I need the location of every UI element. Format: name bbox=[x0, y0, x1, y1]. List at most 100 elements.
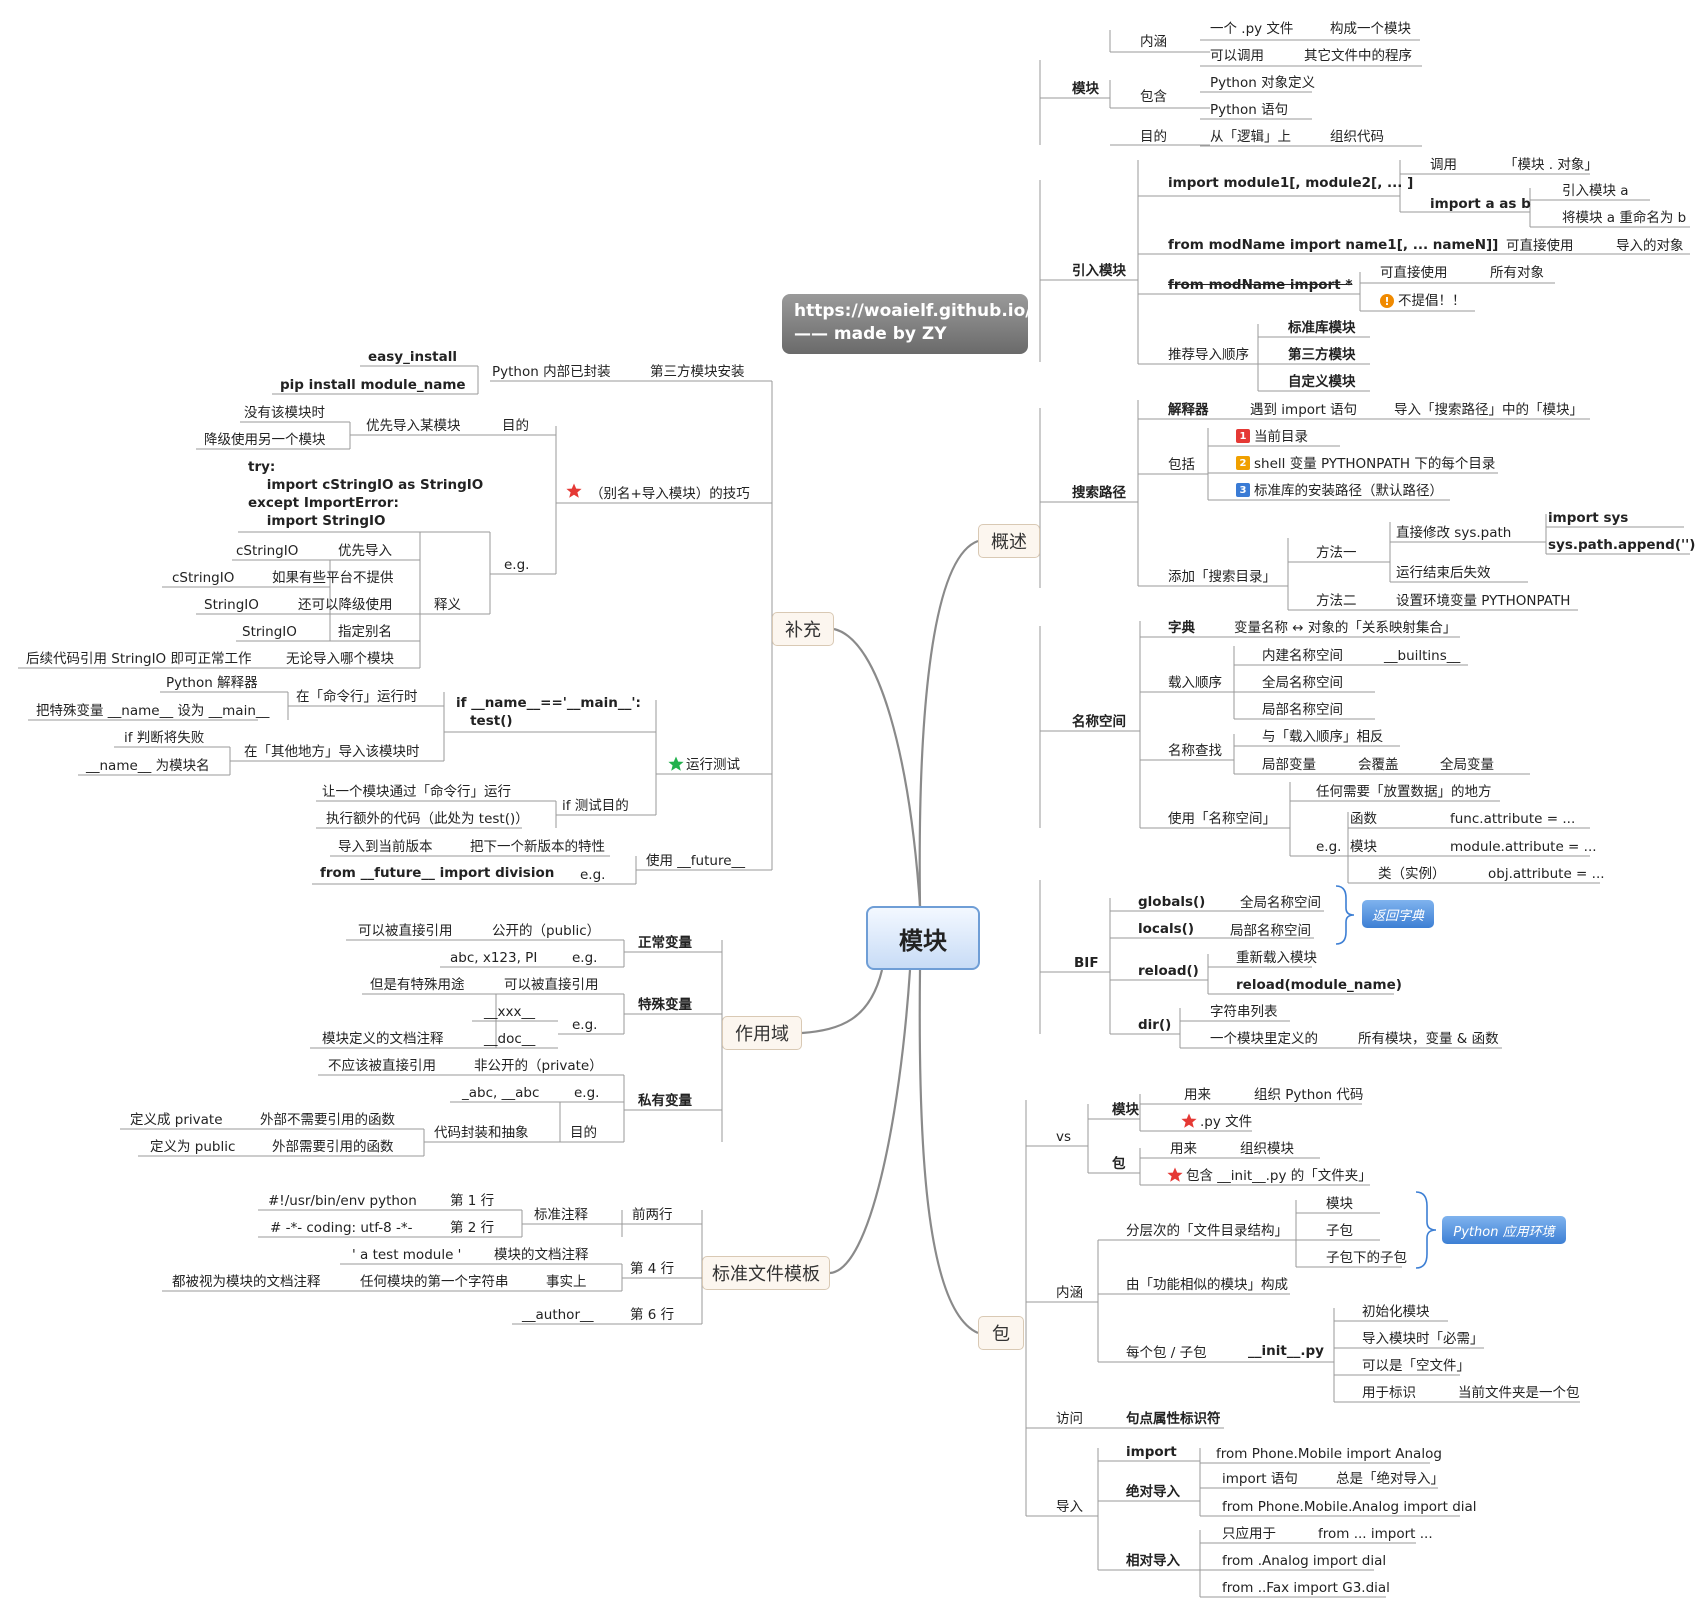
node-private-var[interactable]: 私有变量 bbox=[638, 1093, 692, 1109]
node-sixth-line[interactable]: 第 6 行 bbox=[630, 1307, 675, 1323]
node-text[interactable]: 第 1 行 bbox=[450, 1193, 495, 1209]
node-text[interactable]: 组织代码 bbox=[1330, 129, 1384, 145]
node-text[interactable]: 可以是「空文件」 bbox=[1362, 1358, 1470, 1374]
node-text[interactable]: 模块的文档注释 bbox=[494, 1247, 589, 1263]
node-code[interactable]: import StringIO bbox=[248, 513, 386, 529]
node-code[interactable]: reload() bbox=[1138, 963, 1199, 979]
node-text[interactable]: 子包下的子包 bbox=[1326, 1250, 1407, 1266]
node-code[interactable]: func.attribute = ... bbox=[1450, 811, 1576, 827]
node-text[interactable]: 如果有些平台不提供 bbox=[272, 570, 394, 586]
node-code[interactable]: reload(module_name) bbox=[1236, 977, 1402, 993]
node-search-path[interactable]: 搜索路径 bbox=[1072, 485, 1126, 501]
node-text[interactable]: 每个包 / 子包 bbox=[1126, 1345, 1207, 1361]
node-code[interactable]: # -*- coding: utf-8 -*- bbox=[270, 1220, 413, 1236]
branch-overview[interactable]: 概述 bbox=[978, 524, 1040, 558]
node-fourth-line[interactable]: 第 4 行 bbox=[630, 1261, 675, 1277]
node-text[interactable]: 执行额外的代码（此处为 test()） bbox=[326, 811, 529, 827]
node-text[interactable]: if 判断将失败 bbox=[124, 730, 205, 746]
node-text[interactable]: 还可以降级使用 bbox=[298, 597, 393, 613]
node-import-module[interactable]: 引入模块 bbox=[1072, 263, 1126, 279]
node-text[interactable]: 解释器 bbox=[1168, 402, 1209, 418]
node-text[interactable]: 变量名称 ↔ 对象的「关系映射集合」 bbox=[1234, 620, 1457, 636]
node-text[interactable]: 遇到 import 语句 bbox=[1250, 402, 1358, 418]
node-code[interactable]: import sys bbox=[1548, 510, 1629, 526]
node-code[interactable]: import bbox=[1126, 1444, 1177, 1460]
node-text[interactable]: 可以被直接引用 bbox=[504, 977, 599, 993]
node-text[interactable]: 后续代码引用 StringIO 即可正常工作 bbox=[26, 651, 252, 667]
node-text[interactable]: 类（实例） bbox=[1378, 866, 1446, 882]
node-code[interactable]: from modName import * bbox=[1168, 277, 1353, 293]
node-text[interactable]: .py 文件 bbox=[1200, 1114, 1253, 1130]
node-code[interactable]: from ..Fax import G3.dial bbox=[1222, 1580, 1390, 1596]
node-code[interactable]: locals() bbox=[1138, 921, 1195, 937]
node-text[interactable]: 函数 bbox=[1350, 811, 1377, 827]
node-text[interactable]: 优先导入某模块 bbox=[366, 418, 461, 434]
node-text[interactable]: 其它文件中的程序 bbox=[1304, 48, 1412, 64]
node-text[interactable]: 用来 bbox=[1184, 1087, 1211, 1103]
node-namespace[interactable]: 名称空间 bbox=[1072, 714, 1126, 730]
node-text[interactable]: Python 语句 bbox=[1210, 102, 1289, 118]
node-code[interactable]: sys.path.append('') bbox=[1548, 537, 1696, 553]
node-text[interactable]: 所有对象 bbox=[1490, 265, 1544, 281]
node-text[interactable]: 一个 .py 文件 bbox=[1210, 21, 1294, 37]
node-text[interactable]: 组织 Python 代码 bbox=[1254, 1087, 1364, 1103]
node-code[interactable]: import a as b bbox=[1430, 196, 1531, 212]
node-text[interactable]: 降级使用另一个模块 bbox=[204, 432, 326, 448]
node-code[interactable]: obj.attribute = ... bbox=[1488, 866, 1605, 882]
node-code[interactable]: from Phone.Mobile import Analog bbox=[1216, 1446, 1442, 1462]
node-code[interactable]: ' a test module ' bbox=[352, 1247, 462, 1263]
node-module[interactable]: 模块 bbox=[1072, 81, 1099, 97]
node-text[interactable]: e.g. bbox=[580, 867, 606, 883]
node-text[interactable]: e.g. bbox=[1316, 839, 1342, 855]
node-text[interactable]: 把下一个新版本的特性 bbox=[470, 839, 605, 855]
node-text[interactable]: 推荐导入顺序 bbox=[1168, 347, 1249, 363]
node-text[interactable]: 标准库模块 bbox=[1288, 320, 1356, 336]
node-text[interactable]: 模块 bbox=[1326, 1196, 1353, 1212]
node-text[interactable]: Python 解释器 bbox=[166, 675, 258, 691]
branch-scope[interactable]: 作用域 bbox=[722, 1016, 802, 1050]
node-text[interactable]: 名称查找 bbox=[1168, 743, 1222, 759]
node-text[interactable]: 第 2 行 bbox=[450, 1220, 495, 1236]
node-text[interactable]: 用于标识 bbox=[1362, 1385, 1416, 1401]
node-text[interactable]: 自定义模块 bbox=[1288, 374, 1356, 390]
node-access[interactable]: 访问 bbox=[1056, 1411, 1083, 1427]
node-import[interactable]: 导入 bbox=[1056, 1499, 1083, 1515]
node-code[interactable]: globals() bbox=[1138, 894, 1206, 910]
node-text[interactable]: 由「功能相似的模块」构成 bbox=[1126, 1277, 1288, 1293]
node-text[interactable]: 初始化模块 bbox=[1362, 1304, 1430, 1320]
node-text[interactable]: 导入的对象 bbox=[1616, 238, 1684, 254]
node-run-test[interactable]: 运行测试 bbox=[686, 757, 740, 773]
node-text[interactable]: 模块定义的文档注释 bbox=[322, 1031, 444, 1047]
node-code[interactable]: from Phone.Mobile.Analog import dial bbox=[1222, 1499, 1477, 1515]
node-text[interactable]: e.g. bbox=[572, 950, 598, 966]
node-normal-var[interactable]: 正常变量 bbox=[638, 935, 692, 951]
branch-package[interactable]: 包 bbox=[978, 1316, 1024, 1350]
node-text[interactable]: 外部不需要引用的函数 bbox=[260, 1112, 395, 1128]
branch-supplement[interactable]: 补充 bbox=[772, 612, 834, 646]
node-text[interactable]: 调用 bbox=[1430, 157, 1457, 173]
node-text[interactable]: 包含 __init__.py 的「文件夹」 bbox=[1186, 1168, 1372, 1184]
node-text[interactable]: 定义成 private bbox=[130, 1112, 223, 1128]
node-code[interactable]: try: bbox=[248, 459, 276, 475]
node-text[interactable]: 句点属性标识符 bbox=[1126, 1411, 1221, 1427]
node-text[interactable]: 「模块 . 对象」 bbox=[1504, 157, 1598, 173]
node-text[interactable]: 字符串列表 bbox=[1210, 1004, 1278, 1020]
node-text[interactable]: 可直接使用 bbox=[1380, 265, 1448, 281]
node-text[interactable]: Python 内部已封装 bbox=[492, 364, 611, 380]
node-text[interactable]: e.g. bbox=[572, 1017, 598, 1033]
node-purpose[interactable]: 目的 bbox=[570, 1125, 597, 1141]
node-text[interactable]: 没有该模块时 bbox=[244, 405, 325, 421]
node-alias-trick[interactable]: （别名+导入模块）的技巧 bbox=[590, 486, 750, 502]
node-text[interactable]: 子包 bbox=[1326, 1223, 1353, 1239]
node-text[interactable]: 定义为 public bbox=[150, 1139, 236, 1155]
node-text[interactable]: 包括 bbox=[1168, 457, 1195, 473]
node-text[interactable]: 内建名称空间 bbox=[1262, 648, 1343, 664]
node-contains[interactable]: 包含 bbox=[1140, 89, 1167, 105]
node-code[interactable]: _abc, __abc bbox=[462, 1085, 540, 1101]
node-text[interactable]: 包 bbox=[1112, 1156, 1126, 1172]
node-text[interactable]: 标准库的安装路径（默认路径） bbox=[1254, 483, 1443, 499]
node-code[interactable]: import cStringIO as StringIO bbox=[248, 477, 484, 493]
node-future[interactable]: 使用 __future__ bbox=[646, 853, 746, 869]
node-code[interactable]: StringIO bbox=[242, 624, 297, 640]
node-text[interactable]: 任何模块的第一个字符串 bbox=[360, 1274, 509, 1290]
